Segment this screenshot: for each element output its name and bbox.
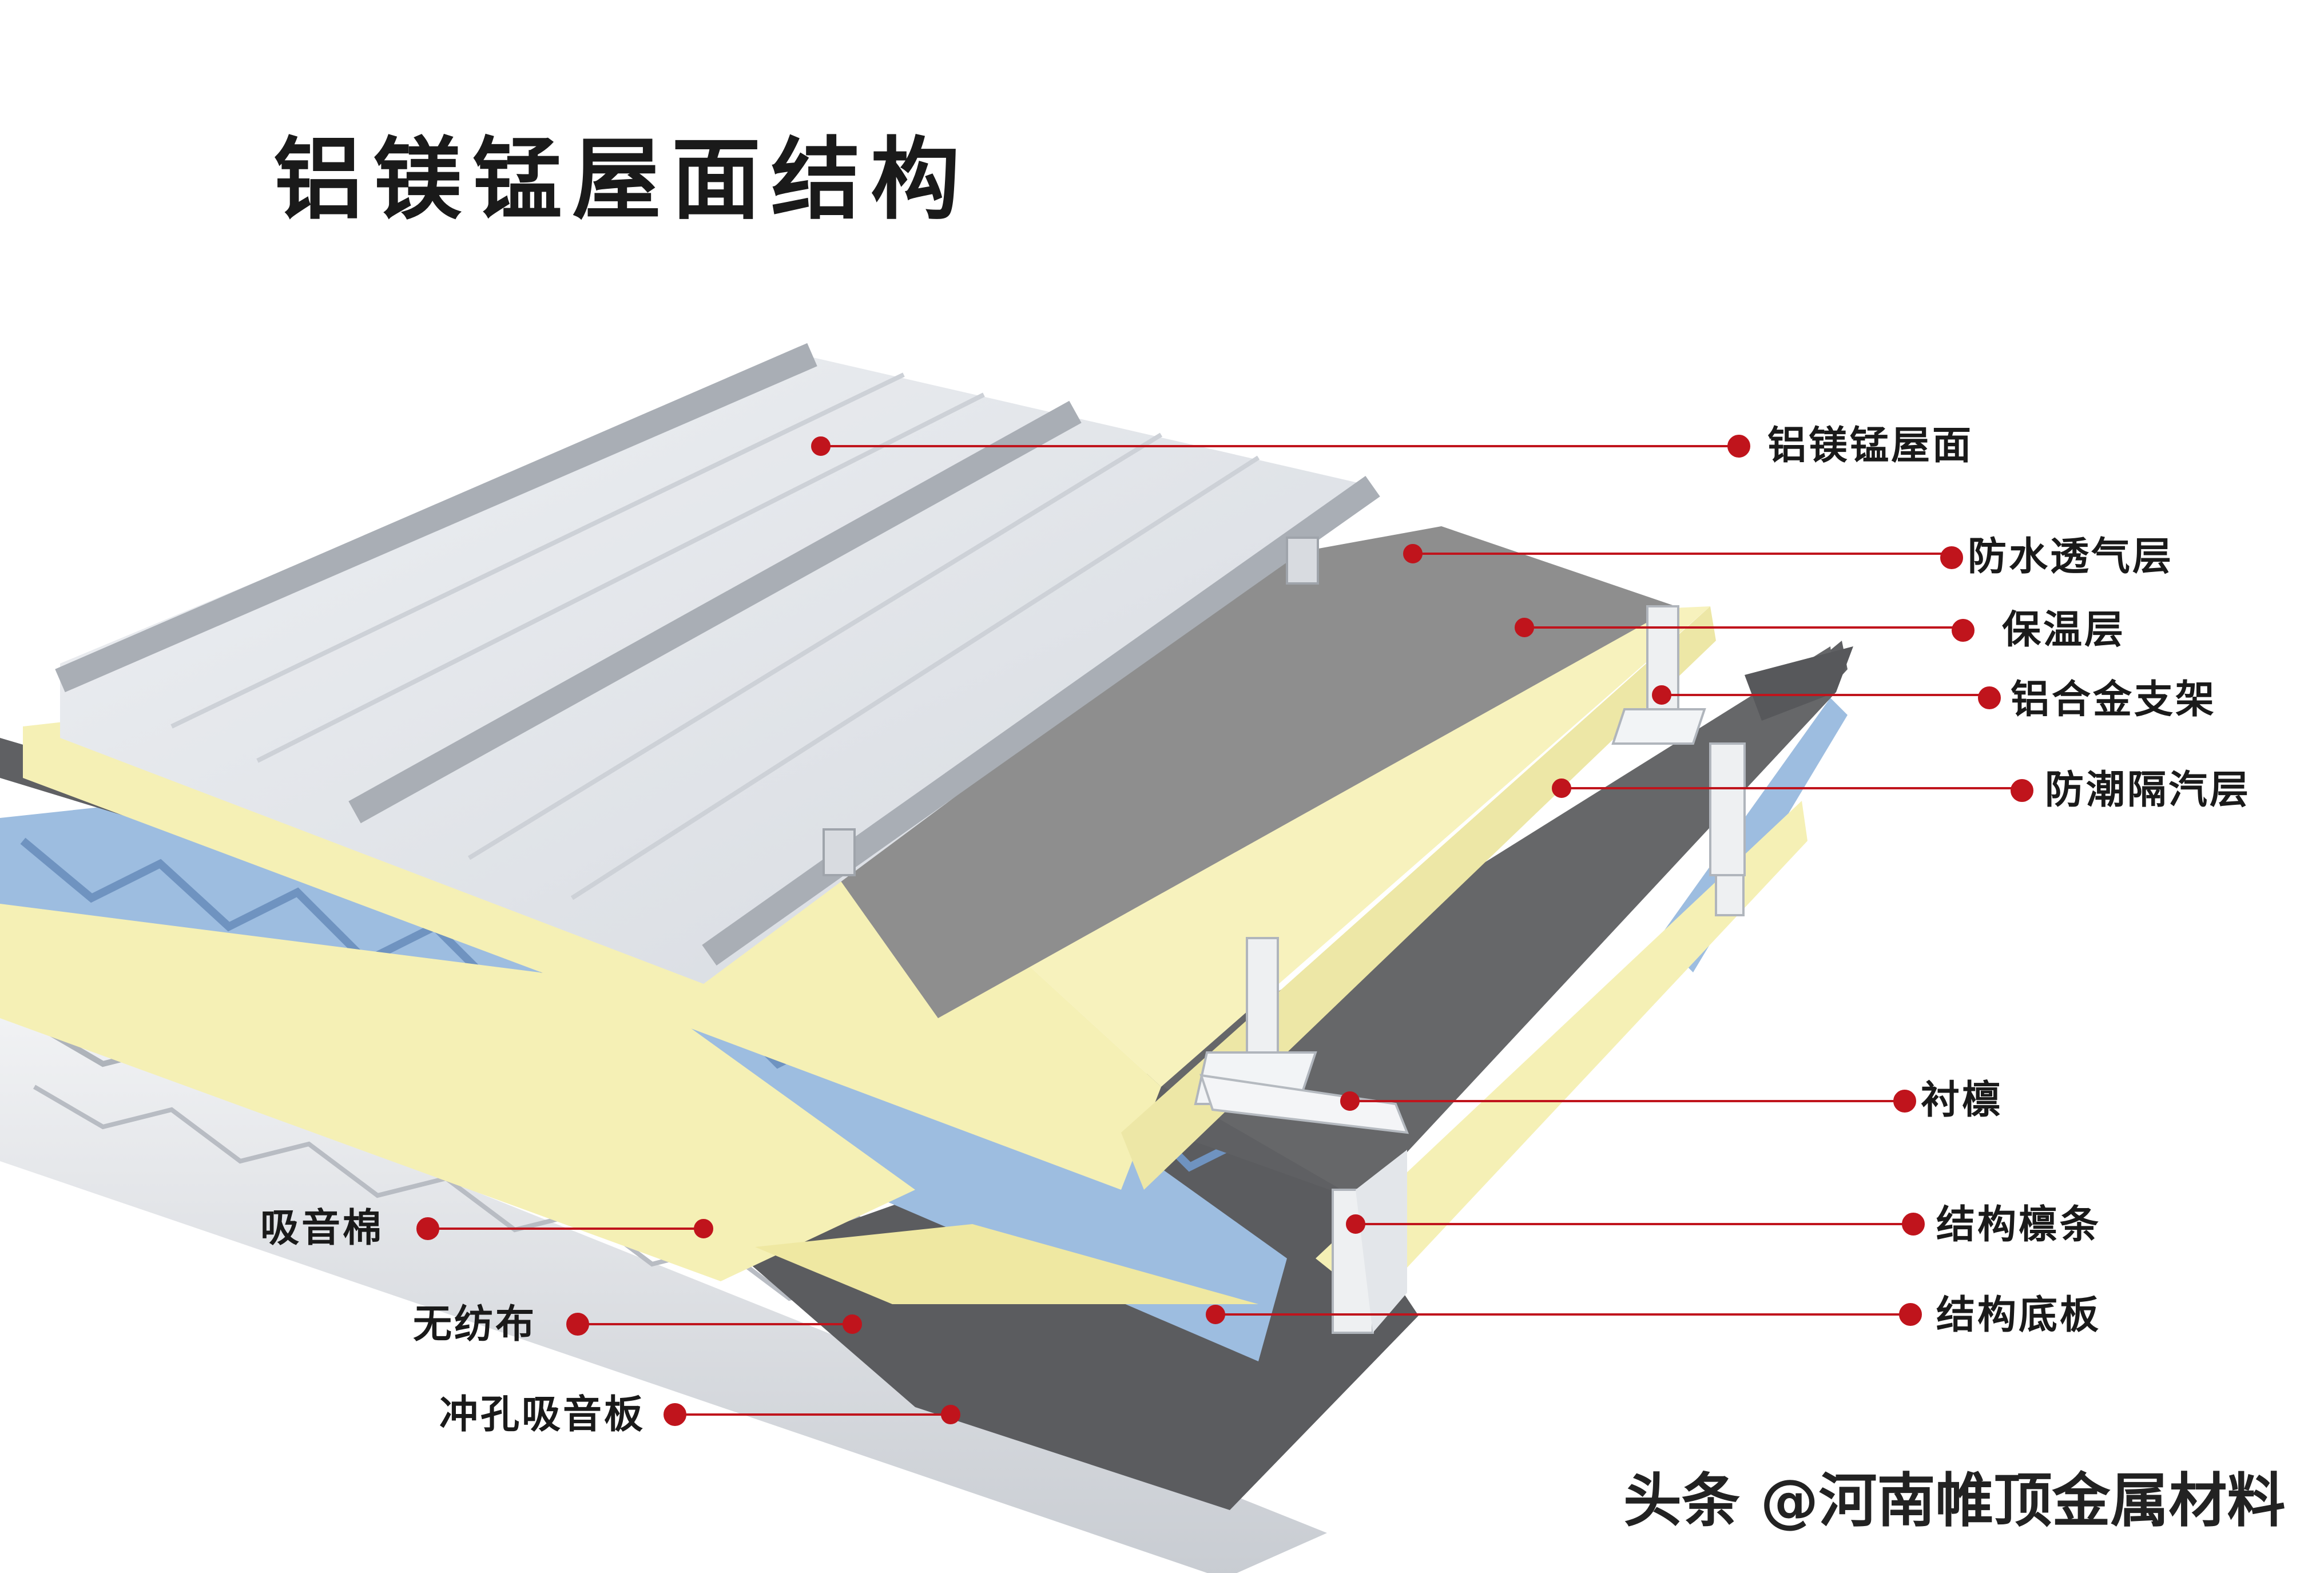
leader-dot-base-plate — [1206, 1305, 1225, 1324]
label-sub-purlin: 衬檩 — [1921, 1078, 2004, 1123]
leader-dot-cotton — [694, 1219, 713, 1238]
page-title: 铝镁锰屋面结构 — [273, 128, 970, 232]
watermark: 头条 @河南帷顶金属材料 — [1623, 1467, 2286, 1535]
label-vapor-barrier: 防潮隔汽层 — [2045, 768, 2251, 813]
leader-dot-roof-panel — [811, 436, 831, 456]
leader-end-sub-purlin — [1893, 1090, 1916, 1113]
sound-absorbing-cotton-layer — [0, 801, 1807, 1304]
label-perforated-sound-panel: 冲孔吸音板 — [439, 1392, 646, 1437]
purlin-group — [1199, 742, 1746, 1334]
leader-end-perforated — [664, 1403, 686, 1426]
leader-lines — [416, 435, 2033, 1426]
label-insulation: 保温层 — [2002, 607, 2126, 653]
leader-end-waterproof — [1940, 546, 1963, 569]
label-waterproof-breathable: 防水透气层 — [1968, 534, 2174, 579]
leader-dot-waterproof — [1403, 544, 1423, 563]
leader-end-structural-purlin — [1902, 1213, 1925, 1236]
leader-end-cotton — [416, 1217, 439, 1240]
label-sound-absorbing-cotton: 吸音棉 — [260, 1206, 384, 1251]
leader-end-roof-panel — [1727, 435, 1750, 458]
leader-dot-sub-purlin — [1340, 1091, 1360, 1111]
leader-end-insulation — [1952, 619, 1975, 642]
roof-panel-layer — [55, 343, 1380, 984]
leader-end-base-plate — [1899, 1303, 1922, 1326]
label-structural-base-plate: 结构底板 — [1936, 1293, 2101, 1338]
leader-dot-insulation — [1515, 618, 1534, 637]
leader-dot-non-woven — [843, 1314, 862, 1334]
leader-end-bracket — [1978, 686, 2001, 709]
leader-end-non-woven — [566, 1313, 589, 1336]
vapor-barrier-layer — [0, 641, 1853, 1201]
leader-dot-bracket — [1652, 685, 1671, 705]
leader-dot-perforated — [941, 1405, 960, 1424]
leader-dot-structural-purlin — [1346, 1214, 1365, 1234]
leader-end-vapor — [2011, 779, 2033, 802]
label-non-woven-fabric: 无纺布 — [413, 1302, 537, 1347]
leader-dot-vapor — [1552, 778, 1571, 798]
label-structural-purlin: 结构檩条 — [1936, 1202, 2101, 1248]
label-roof-panel: 铝镁锰屋面 — [1767, 423, 1974, 468]
label-aluminum-bracket: 铝合金支架 — [2011, 677, 2217, 722]
